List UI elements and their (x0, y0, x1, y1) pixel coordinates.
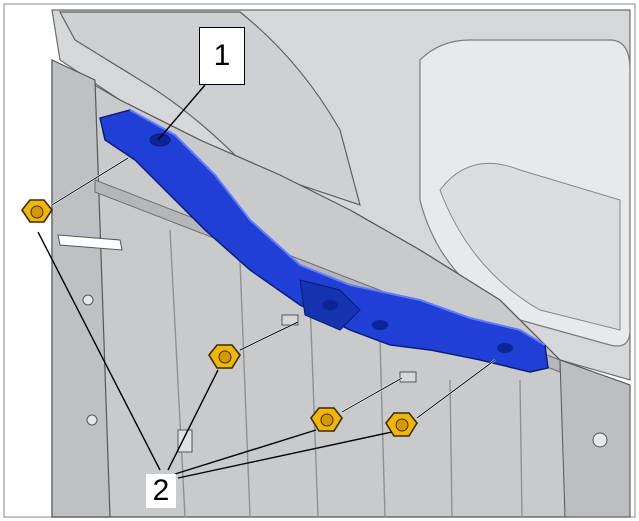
leader-line-2c (174, 429, 317, 475)
callout-1-label: 1 (213, 39, 231, 72)
nut (310, 407, 343, 432)
leader-line-2a (37, 231, 161, 471)
nut (208, 344, 241, 369)
callout-2: 2 (146, 474, 176, 508)
callout-2-label: 2 (152, 474, 170, 507)
nut (385, 412, 418, 437)
nut (21, 199, 53, 223)
vehicle-body-panel (51, 9, 631, 518)
leader-line-1 (157, 84, 206, 141)
bracket (99, 109, 549, 373)
callout-1: 1 (199, 27, 245, 85)
leader-lines (37, 84, 393, 479)
leader-line-2b (167, 369, 219, 471)
leader-line-2d (177, 431, 393, 479)
